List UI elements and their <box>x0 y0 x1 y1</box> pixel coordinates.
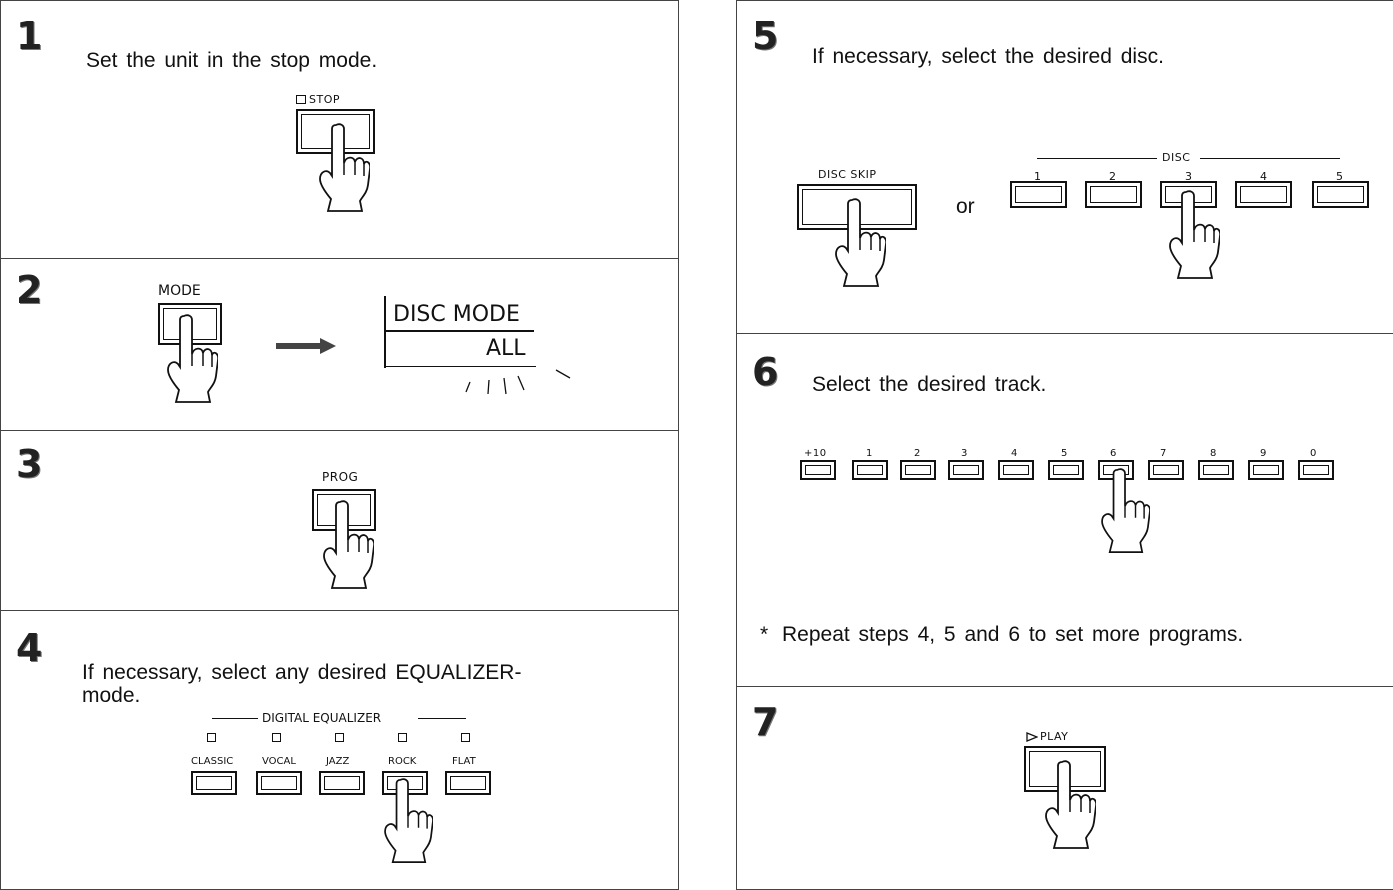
eq-group-rule-right <box>418 718 466 719</box>
eq-flat-button[interactable] <box>445 771 491 795</box>
step-number: 4 <box>16 626 43 670</box>
divider <box>0 430 679 431</box>
disc-skip-button[interactable] <box>797 184 917 230</box>
hand-pressing-icon <box>835 198 886 287</box>
eq-vocal-button[interactable] <box>256 771 302 795</box>
hand-pressing-icon <box>319 123 370 212</box>
step-instruction: Set the unit in the stop mode. <box>86 49 378 72</box>
track-number-label: 6 <box>1110 448 1117 459</box>
stop-button-label: STOP <box>309 93 340 106</box>
track-9-button[interactable] <box>1248 460 1284 480</box>
note-text: Repeat steps 4, 5 and 6 to set more prog… <box>782 623 1244 646</box>
disc-number-label: 4 <box>1260 170 1268 183</box>
disc-number-label: 1 <box>1034 170 1042 183</box>
eq-group-label: DIGITAL EQUALIZER <box>262 711 382 725</box>
track-number-label: +10 <box>804 448 827 459</box>
step-instruction-line-2: mode. <box>82 684 141 707</box>
eq-button-label: ROCK <box>388 756 417 767</box>
track-number-label: 0 <box>1310 448 1317 459</box>
indicator-led-icon <box>461 733 470 742</box>
track-7-button[interactable] <box>1148 460 1184 480</box>
eq-button-label: CLASSIC <box>191 756 234 767</box>
disc-group-label: DISC <box>1162 151 1191 164</box>
stop-led-icon <box>296 95 306 104</box>
blink-lines-icon <box>465 369 571 395</box>
track-number-label: 4 <box>1011 448 1018 459</box>
disc-number-label: 2 <box>1109 170 1117 183</box>
eq-group-rule-left <box>212 718 258 719</box>
hand-pressing-icon <box>1169 190 1220 279</box>
indicator-led-icon <box>398 733 407 742</box>
eq-button-label: VOCAL <box>262 756 296 767</box>
divider <box>736 333 1393 334</box>
track-number-label: 2 <box>914 448 921 459</box>
step-number: 1 <box>16 14 43 58</box>
track-number-label: 3 <box>961 448 968 459</box>
track-2-button[interactable] <box>900 460 936 480</box>
step-instruction: If necessary, select the desired disc. <box>812 45 1164 68</box>
eq-button-label: JAZZ <box>326 756 350 767</box>
track-number-label: 8 <box>1210 448 1217 459</box>
step-number: 3 <box>16 442 43 486</box>
track-number-label: 9 <box>1260 448 1267 459</box>
play-triangle-icon <box>1026 732 1038 742</box>
track-number-label: 5 <box>1061 448 1068 459</box>
track-4-button[interactable] <box>998 460 1034 480</box>
play-button-label: PLAY <box>1040 730 1069 743</box>
disc-skip-label: DISC SKIP <box>818 168 877 181</box>
hand-pressing-icon <box>384 778 433 863</box>
track-8-button[interactable] <box>1198 460 1234 480</box>
display-divider <box>386 330 534 332</box>
display-line-2: ALL <box>486 336 526 361</box>
eq-jazz-button[interactable] <box>319 771 365 795</box>
divider <box>736 686 1393 687</box>
mode-button-label: MODE <box>158 283 201 299</box>
display-left-border <box>384 296 386 368</box>
disc-5-button[interactable] <box>1312 181 1369 208</box>
disc-1-button[interactable] <box>1010 181 1067 208</box>
indicator-led-icon <box>272 733 281 742</box>
hand-pressing-icon <box>1101 468 1150 553</box>
track-plus10-button[interactable] <box>800 460 836 480</box>
step-instruction-line-1: If necessary, select any desired EQUALIZ… <box>82 661 522 684</box>
or-text: or <box>956 195 975 218</box>
hand-pressing-icon <box>1045 760 1096 849</box>
hand-pressing-icon <box>323 500 374 589</box>
disc-number-label: 3 <box>1185 170 1193 183</box>
hand-pressing-icon <box>167 314 218 403</box>
step-number: 5 <box>752 14 779 58</box>
disc-number-label: 5 <box>1336 170 1344 183</box>
eq-button-label: FLAT <box>452 756 476 767</box>
divider <box>0 610 679 611</box>
track-number-label: 7 <box>1160 448 1167 459</box>
step-instruction: Select the desired track. <box>812 373 1047 396</box>
disc-4-button[interactable] <box>1235 181 1292 208</box>
step-number: 6 <box>752 350 779 394</box>
display-bottom-border <box>386 366 536 367</box>
note-marker: * <box>760 623 769 646</box>
indicator-led-icon <box>335 733 344 742</box>
step-number: 7 <box>752 700 779 744</box>
track-0-button[interactable] <box>1298 460 1334 480</box>
display-line-1: DISC MODE <box>393 302 520 327</box>
arrow-right-icon <box>276 338 336 354</box>
divider <box>0 258 679 259</box>
track-5-button[interactable] <box>1048 460 1084 480</box>
step-number: 2 <box>16 268 43 312</box>
eq-classic-button[interactable] <box>191 771 237 795</box>
indicator-led-icon <box>207 733 216 742</box>
track-3-button[interactable] <box>948 460 984 480</box>
prog-button-label: PROG <box>322 470 359 484</box>
track-1-button[interactable] <box>852 460 888 480</box>
disc-group-rule-right <box>1200 158 1340 159</box>
disc-2-button[interactable] <box>1085 181 1142 208</box>
track-number-label: 1 <box>866 448 873 459</box>
disc-group-rule-left <box>1037 158 1157 159</box>
